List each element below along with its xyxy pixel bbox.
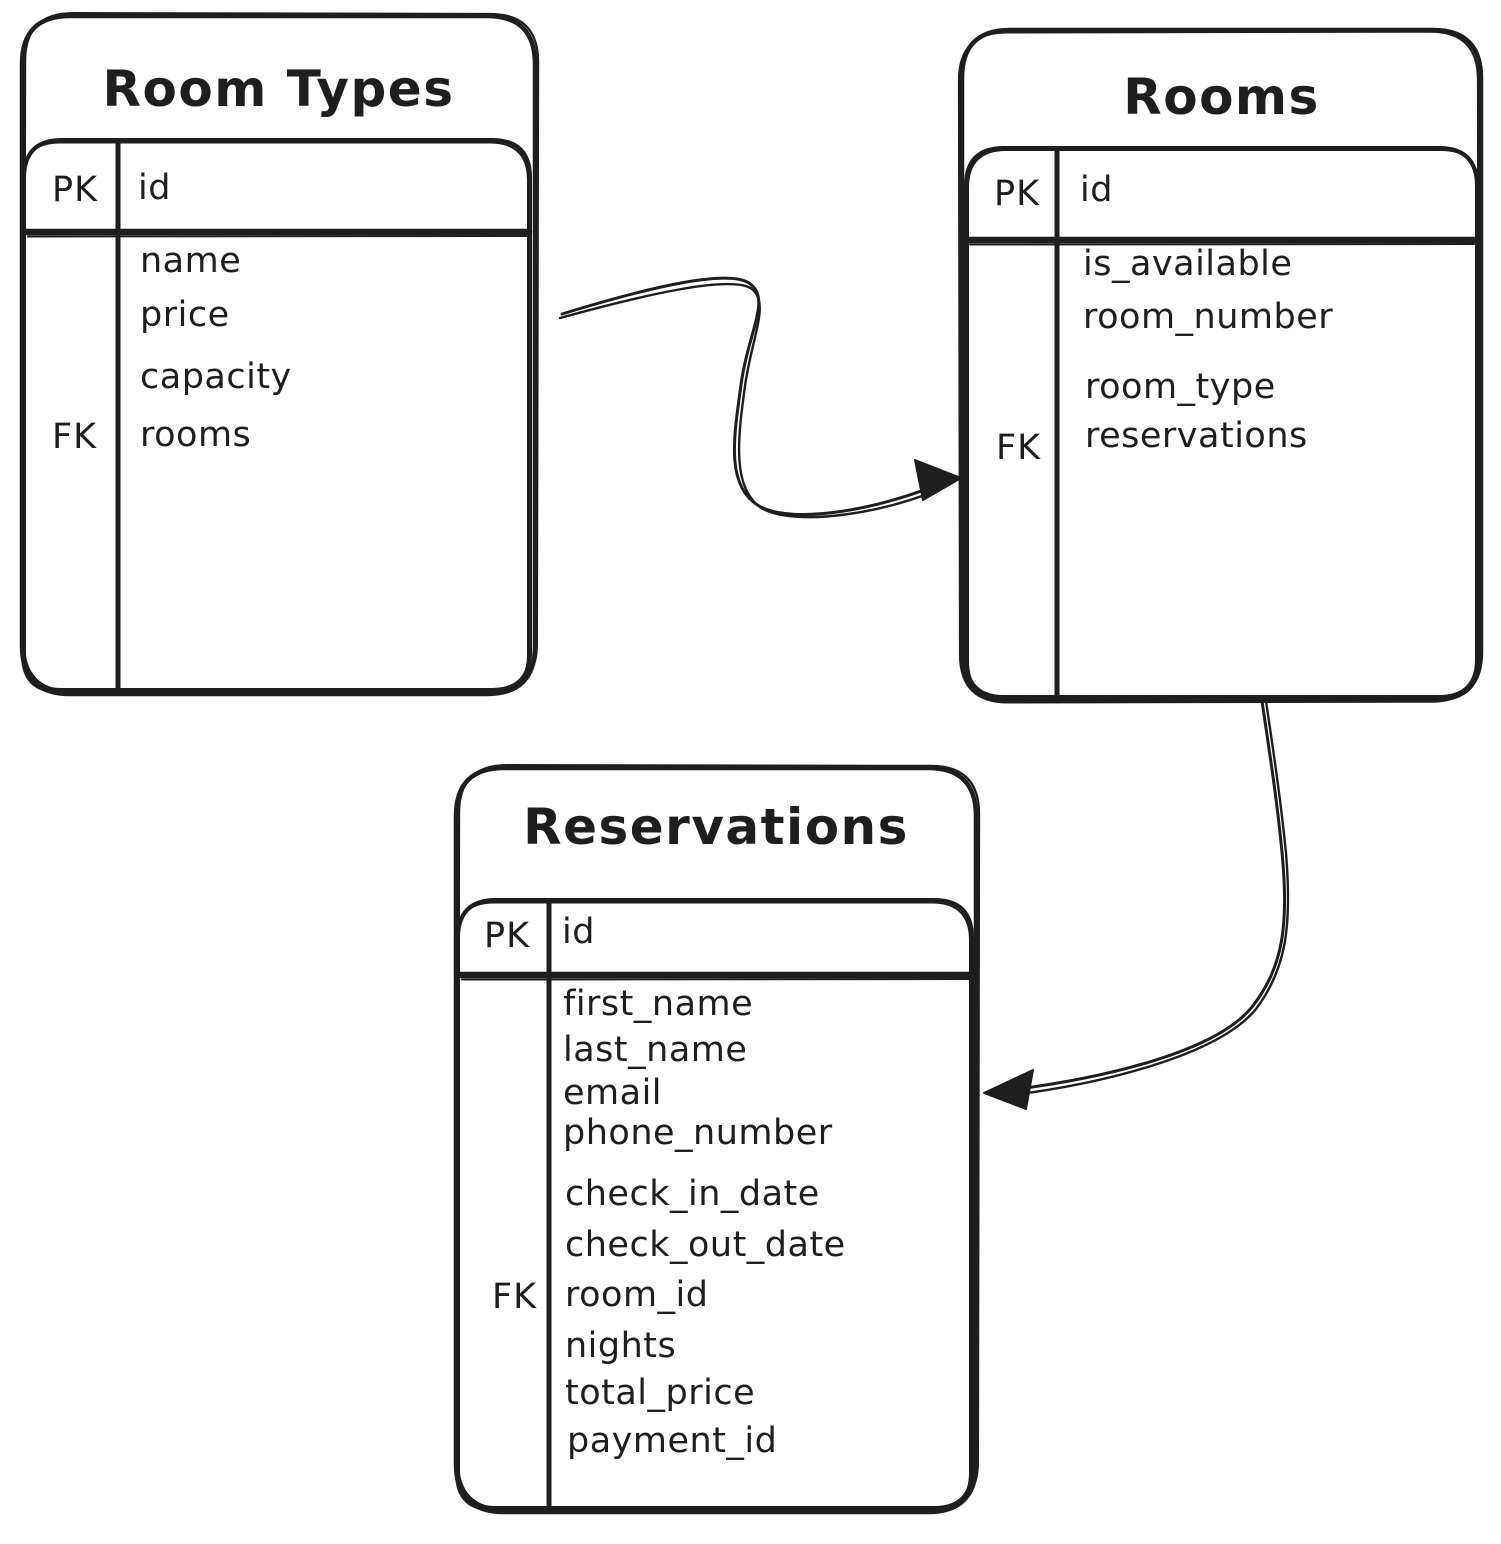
reservations-field-id: id [562, 912, 595, 952]
room-types-inner-rect [24, 140, 530, 690]
rooms-inner-rect-sketch [968, 150, 1479, 699]
arrow-rooms-to-reservations [984, 701, 1288, 1109]
table-title-rooms: Rooms [1123, 68, 1320, 126]
reservations-field-total-price: total_price [565, 1373, 756, 1413]
reservations-inner-rect [458, 900, 972, 1508]
reservations-field-payment-id: payment_id [567, 1421, 778, 1461]
room-types-pk-label: PK [52, 170, 99, 210]
table-title-room-types: Room Types [102, 60, 455, 118]
rooms-field-id: id [1080, 170, 1113, 210]
room-types-field-name: name [140, 241, 242, 281]
rooms-field-room-type: room_type [1085, 367, 1276, 407]
room-types-field-id: id [138, 168, 171, 208]
reservations-table-shape [456, 765, 979, 1512]
reservations-outer-rect [456, 768, 976, 1512]
table-title-reservations: Reservations [523, 798, 909, 856]
reservations-field-check-in-date: check_in_date [565, 1174, 820, 1214]
reservations-pk-label: PK [484, 916, 531, 956]
rooms-field-reservations: reservations [1085, 416, 1308, 456]
arrow-curve-sketch [1004, 701, 1288, 1096]
reservations-field-last-name: last_name [563, 1030, 748, 1070]
room-types-table-shape [22, 13, 538, 694]
reservations-inner-rect-sketch [456, 903, 970, 1511]
arrow-room-types-to-rooms [560, 278, 961, 517]
reservations-field-phone-number: phone_number [563, 1113, 833, 1153]
rooms-outer-rect [962, 30, 1481, 700]
rooms-fk-label: FK [996, 428, 1042, 468]
reservations-field-nights: nights [565, 1326, 677, 1366]
room-types-field-rooms: rooms [140, 415, 252, 455]
rooms-table-shape [959, 30, 1481, 702]
room-types-header-separator-sketch [28, 236, 527, 237]
arrow-curve [1002, 701, 1285, 1091]
arrowhead [984, 1070, 1033, 1109]
arrow-curve-sketch [560, 284, 944, 517]
rooms-header-separator-sketch [970, 244, 1474, 245]
rooms-pk-label: PK [994, 174, 1041, 214]
rooms-field-is-available: is_available [1083, 244, 1293, 284]
room-types-inner-rect-sketch [22, 143, 528, 693]
rooms-field-room-number: room_number [1083, 297, 1334, 337]
rooms-outer-rect-sketch [959, 32, 1479, 703]
reservations-header-separator-sketch [462, 979, 969, 980]
arrowhead [915, 460, 961, 500]
room-types-fk-label: FK [52, 417, 98, 457]
reservations-field-first-name: first_name [563, 984, 754, 1024]
reservations-field-check-out-date: check_out_date [565, 1225, 846, 1265]
room-types-field-price: price [140, 295, 230, 335]
room-types-field-capacity: capacity [140, 357, 292, 397]
room-types-outer-rect [22, 16, 535, 694]
reservations-field-room-id: room_id [565, 1275, 709, 1315]
reservations-fk-label: FK [492, 1277, 538, 1317]
arrow-curve [562, 278, 946, 514]
reservations-field-email: email [563, 1073, 663, 1113]
